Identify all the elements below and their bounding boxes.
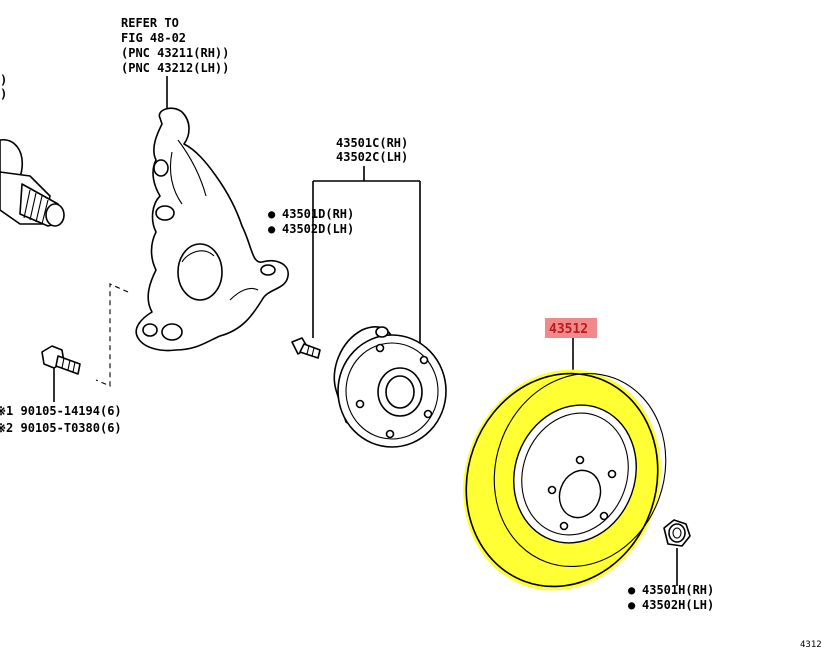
hub-bracket-line <box>312 166 421 344</box>
hub-label-rh: 43501C(RH) <box>336 136 408 150</box>
rotor-part-number[interactable]: 43512 <box>549 322 588 337</box>
brake-rotor-illustration[interactable] <box>433 342 693 619</box>
left-edge-label-1: ) <box>0 73 7 87</box>
corner-figure-number: 4312 <box>800 640 822 648</box>
stud-label-lh: 43502D(LH) <box>282 222 354 236</box>
drive-shaft-illustration <box>0 139 65 227</box>
stud-bullet-lh: ● <box>268 222 276 236</box>
refer-label-line1: REFER TO <box>121 16 179 30</box>
rotor-part-number-highlight <box>545 318 597 338</box>
refer-label-line3: (PNC 43211(RH)) <box>121 46 229 60</box>
knuckle-bolt-illustration <box>41 345 81 375</box>
nut-bullet-rh: ● <box>628 583 636 597</box>
refer-label-line4: (PNC 43212(LH)) <box>121 61 229 75</box>
hub-bearing-illustration <box>333 326 447 448</box>
hub-nut-illustration <box>663 519 691 547</box>
stud-label-rh: 43501D(RH) <box>282 207 354 221</box>
hub-stud-illustration <box>291 337 321 359</box>
bolt-label-row1: ※1 90105-14194(6) <box>0 404 122 418</box>
nut-bullet-lh: ● <box>628 598 636 612</box>
assembly-dashed-line <box>95 283 129 387</box>
nut-label-rh: 43501H(RH) <box>642 583 714 597</box>
bolt-label-row2: ※2 90105-T0380(6) <box>0 421 122 435</box>
refer-label-line2: FIG 48-02 <box>121 31 186 45</box>
stud-bullet-rh: ● <box>268 207 276 221</box>
hub-label-lh: 43502C(LH) <box>336 150 408 164</box>
steering-knuckle-illustration <box>135 107 289 352</box>
nut-label-lh: 43502H(LH) <box>642 598 714 612</box>
left-edge-label-2: ) <box>0 87 7 101</box>
